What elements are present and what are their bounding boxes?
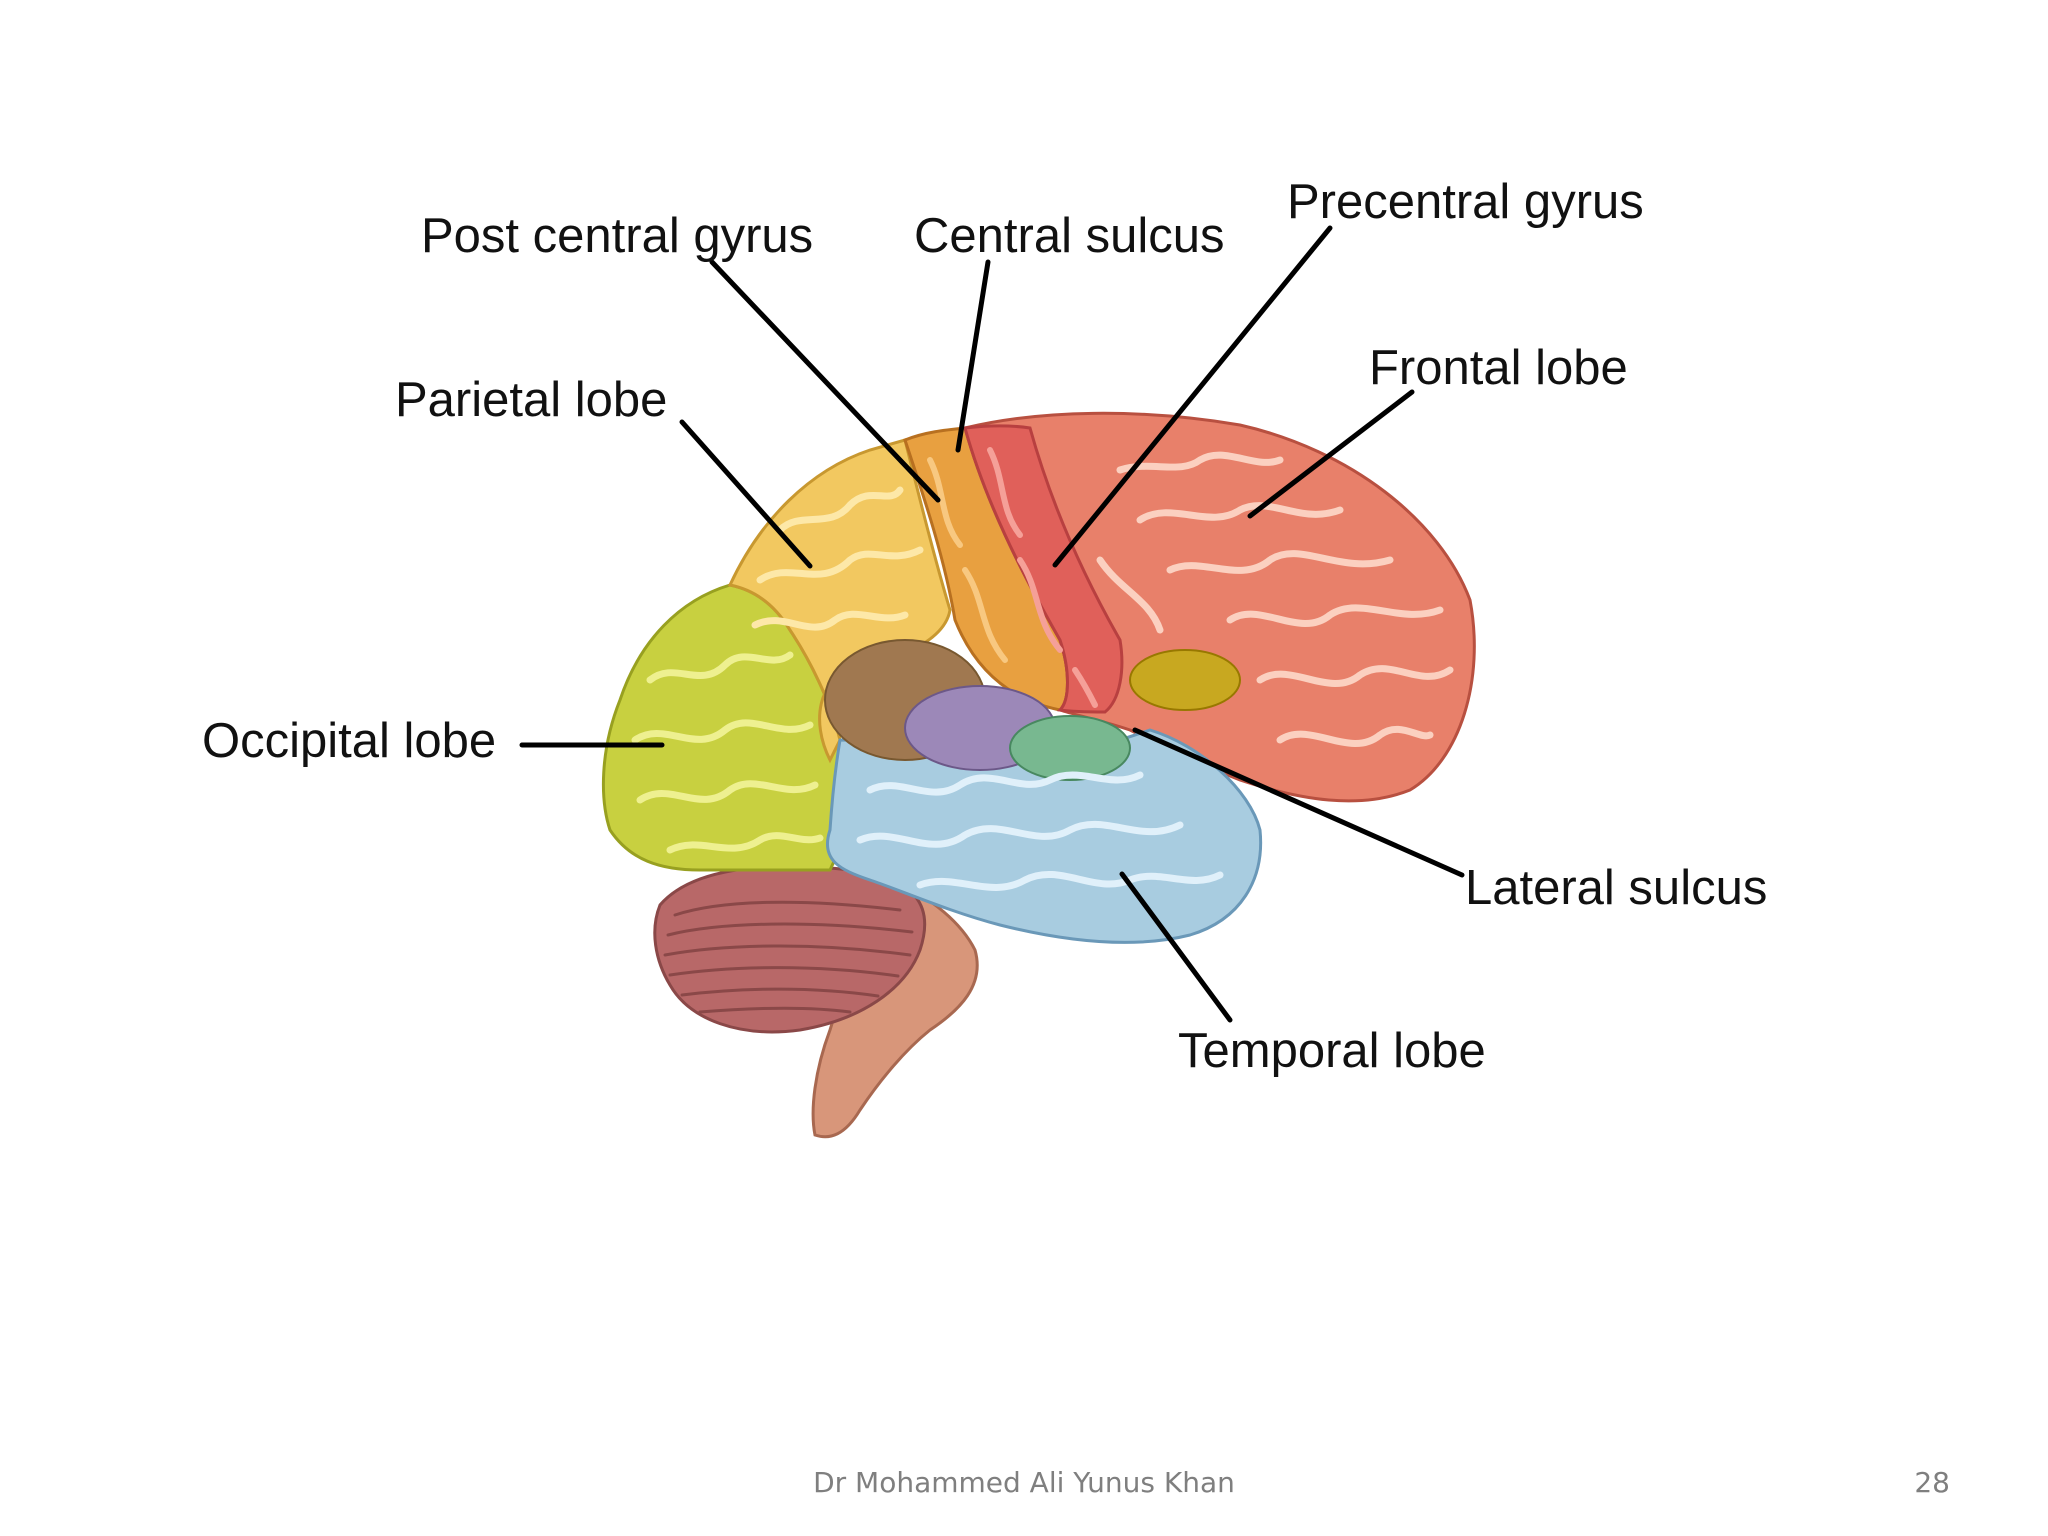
lateral-sulcus-label: Lateral sulcus	[1465, 861, 1767, 915]
post-central-gyrus-leader	[709, 259, 941, 503]
page-number: 28	[1914, 1466, 1950, 1499]
parietal-gyri	[751, 486, 924, 631]
occipital-lobe-label: Occipital lobe	[202, 714, 496, 768]
central-sulcus-leader	[955, 259, 991, 453]
post-central-gyrus-label: Post central gyrus	[421, 209, 813, 263]
temporal-gyri	[856, 771, 1224, 891]
central-sulcus-label: Central sulcus	[914, 209, 1224, 263]
temporal-lobe-leader	[1119, 871, 1233, 1023]
footer-author: Dr Mohammed Ali Yunus Khan	[813, 1466, 1235, 1499]
occipital-gyri	[631, 651, 824, 854]
parietal-lobe-label: Parietal lobe	[395, 373, 667, 427]
parietal-lobe-leader	[679, 419, 813, 569]
precentral-gyrus-label: Precentral gyrus	[1287, 175, 1644, 229]
frontal-lobe-leader	[1247, 389, 1415, 519]
frontal-lobe-label: Frontal lobe	[1369, 341, 1628, 395]
postcentral-gyri	[927, 457, 1008, 663]
insula-green	[1009, 715, 1131, 781]
precentral-gyrus-leader	[1052, 225, 1333, 568]
precentral-gyri	[987, 447, 1098, 708]
lateral-sulcus-leader	[1132, 727, 1465, 878]
broca-area	[1129, 649, 1241, 711]
temporal-lobe-label: Temporal lobe	[1178, 1024, 1486, 1078]
frontal-gyri	[1096, 451, 1454, 748]
